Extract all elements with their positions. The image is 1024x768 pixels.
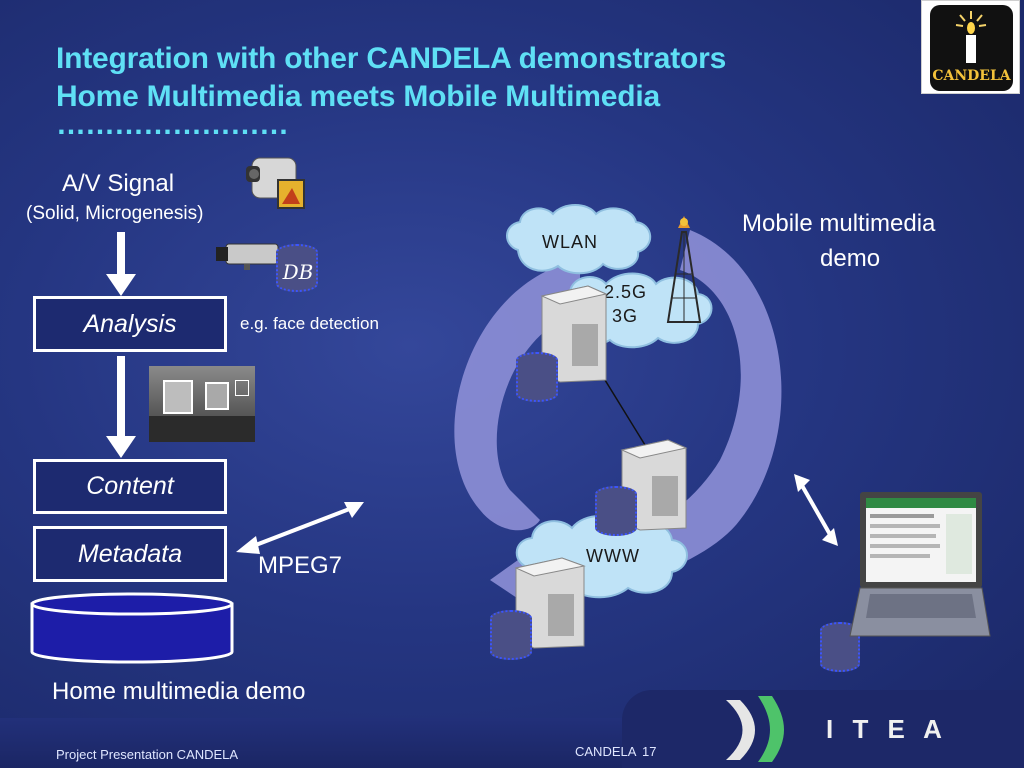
arrow-analysis-to-content (106, 356, 136, 458)
mpeg7-double-arrow (236, 502, 364, 554)
footer-slide-number: 17 (642, 744, 657, 759)
itea-logo-swoosh-icon (726, 696, 784, 762)
circular-arrow-right (490, 230, 782, 620)
wlan-cloud: WLAN (506, 204, 652, 275)
slide-title-line1: Integration with other CANDELA demonstra… (56, 42, 727, 75)
itea-logo-text: I T E A (826, 714, 948, 744)
db-cylinder-bottom-icon (490, 610, 532, 660)
db-cylinder-top-icon (516, 352, 558, 402)
arrow-signal-to-analysis (106, 232, 136, 296)
db-label: DB (282, 260, 314, 284)
home-db-cylinder (30, 592, 234, 664)
content-label: Content (86, 472, 174, 500)
mobile-demo-label-line2: demo (820, 245, 881, 272)
db-cylinder-icon (276, 244, 318, 292)
mpeg7-label: MPEG7 (258, 552, 343, 579)
wlan-label: WLAN (542, 232, 598, 252)
title-underline-dots: …………………… (56, 108, 289, 141)
analysis-box: Analysis (33, 296, 227, 352)
slide-title-line2: Home Multimedia meets Mobile Multimedia (56, 80, 660, 113)
www-label: WWW (586, 546, 640, 566)
server-top-icon (540, 285, 608, 383)
footer-project: Project Presentation CANDELA (56, 747, 239, 762)
analysis-example: e.g. face detection (240, 314, 379, 333)
analysis-label: Analysis (83, 310, 177, 338)
security-camera-icon (216, 243, 279, 270)
av-signal-label: A/V Signal (62, 170, 175, 197)
av-signal-sources: (Solid, Microgenesis) (26, 203, 204, 224)
face-detection-image (149, 366, 255, 442)
network-label-line2: 3G (612, 306, 638, 326)
candela-logo-text: CANDELA (932, 68, 1011, 84)
laptop-icon (849, 492, 991, 637)
laptop-double-arrow (794, 474, 838, 546)
antenna-tower-icon (666, 216, 702, 323)
content-box: Content (33, 459, 227, 514)
server-bottom-icon (514, 557, 586, 649)
footer-slide-label: CANDELA (575, 744, 637, 759)
candela-logo: CANDELA (921, 0, 1020, 94)
metadata-box: Metadata (33, 526, 227, 582)
server-middle-icon (620, 439, 688, 531)
home-multimedia-demo-label: Home multimedia demo (52, 678, 306, 705)
metadata-label: Metadata (77, 540, 183, 568)
camcorder-icon (246, 157, 305, 209)
db-cylinder-middle-icon (595, 486, 637, 536)
mobile-demo-label-line1: Mobile multimedia (742, 210, 936, 237)
itea-logo-panel (622, 690, 1024, 768)
candle-icon (955, 11, 987, 63)
network-label-line1: 2.5G (604, 282, 647, 302)
